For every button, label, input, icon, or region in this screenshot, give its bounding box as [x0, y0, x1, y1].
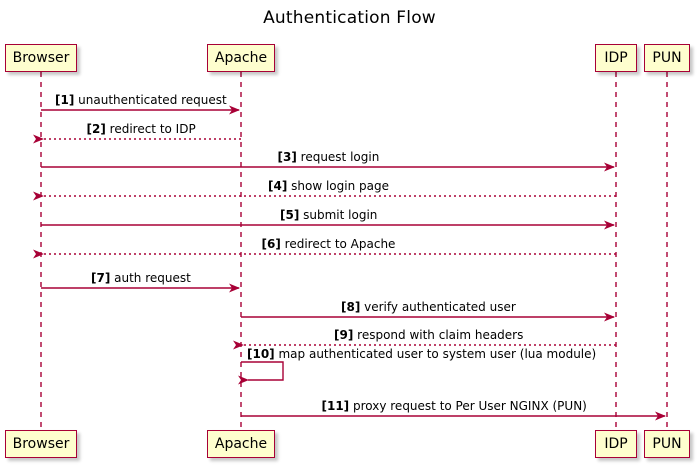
message-index: [5] — [280, 208, 300, 222]
participant-label: PUN — [652, 436, 682, 452]
participant-label: Browser — [12, 436, 70, 452]
message-text: proxy request to Per User NGINX (PUN) — [349, 399, 587, 413]
message-index: [6] — [261, 237, 281, 251]
message-label-8: [8] verify authenticated user — [341, 300, 516, 314]
message-text: unauthenticated request — [74, 93, 227, 107]
message-index: [9] — [334, 328, 354, 342]
message-text: map authenticated user to system user (l… — [274, 347, 597, 361]
message-index: [2] — [86, 122, 106, 136]
message-label-3: [3] request login — [278, 150, 380, 164]
message-label-10: [10] map authenticated user to system us… — [247, 347, 596, 361]
message-index: [10] — [247, 347, 275, 361]
participant-label: IDP — [604, 436, 628, 452]
message-label-11: [11] proxy request to Per User NGINX (PU… — [322, 399, 587, 413]
participant-label: Browser — [12, 50, 70, 66]
participant-pun-header: PUN — [644, 44, 690, 72]
participant-apache-header: Apache — [207, 44, 275, 72]
message-label-1: [1] unauthenticated request — [55, 93, 227, 107]
participant-apache-footer: Apache — [207, 430, 275, 458]
message-index: [8] — [341, 300, 361, 314]
message-index: [4] — [268, 179, 288, 193]
participant-idp-footer: IDP — [595, 430, 637, 458]
message-index: [7] — [91, 271, 111, 285]
message-index: [1] — [55, 93, 75, 107]
participant-idp-header: IDP — [595, 44, 637, 72]
participant-label: Apache — [214, 436, 268, 452]
message-text: redirect to IDP — [105, 122, 196, 136]
message-text: verify authenticated user — [360, 300, 516, 314]
message-label-5: [5] submit login — [280, 208, 377, 222]
participant-label: Apache — [214, 50, 268, 66]
message-text: respond with claim headers — [353, 328, 524, 342]
participant-label: IDP — [604, 50, 628, 66]
message-label-2: [2] redirect to IDP — [87, 122, 196, 136]
message-label-4: [4] show login page — [268, 179, 389, 193]
participant-pun-footer: PUN — [644, 430, 690, 458]
message-arrow-10 — [238, 361, 284, 385]
message-index: [3] — [277, 150, 297, 164]
message-text: show login page — [287, 179, 389, 193]
message-text: redirect to Apache — [280, 237, 396, 251]
message-text: auth request — [110, 271, 191, 285]
participant-browser-header: Browser — [5, 44, 77, 72]
participant-browser-footer: Browser — [5, 430, 77, 458]
participant-label: PUN — [652, 50, 682, 66]
diagram-title: Authentication Flow — [263, 8, 436, 28]
message-label-6: [6] redirect to Apache — [262, 237, 396, 251]
message-text: request login — [296, 150, 380, 164]
message-index: [11] — [321, 399, 350, 413]
message-text: submit login — [299, 208, 378, 222]
message-label-9: [9] respond with claim headers — [334, 328, 523, 342]
message-label-7: [7] auth request — [91, 271, 191, 285]
